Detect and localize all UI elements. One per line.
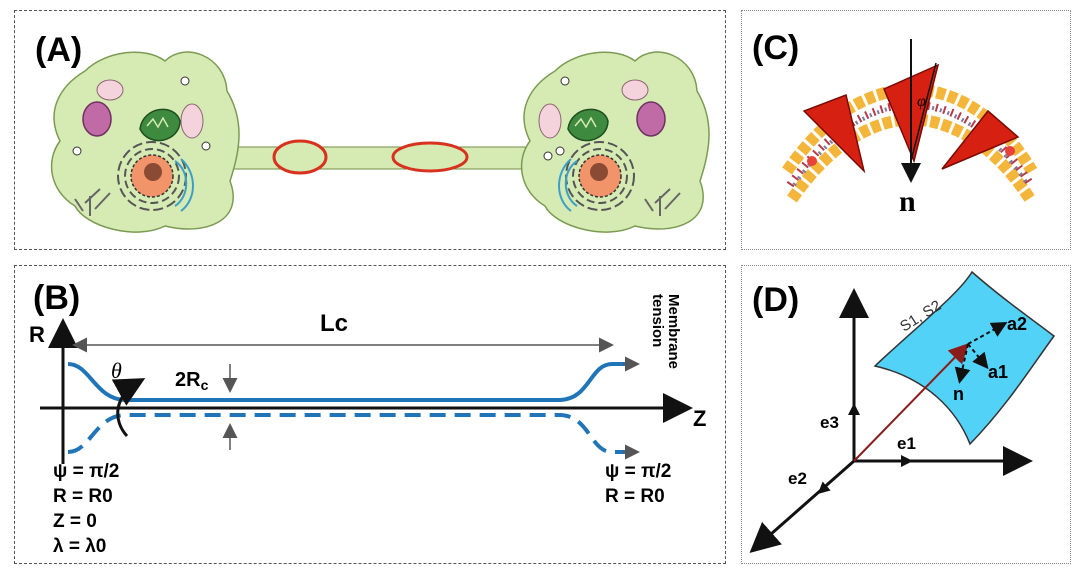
- lower-profile: [67, 413, 625, 454]
- panel-a: (A): [14, 10, 726, 250]
- panel-c-label: (C): [752, 29, 799, 67]
- right-cell: [520, 51, 710, 233]
- normal-label: n: [899, 185, 916, 218]
- tube-bead-left: [272, 139, 328, 175]
- position-vector: [853, 343, 969, 462]
- panel-c: (C) φ n: [741, 10, 1071, 250]
- panel-d: (D) e3 e1 e2 S1, S2 a2 a1 n: [741, 265, 1071, 564]
- left-cell: [50, 51, 240, 233]
- tube-bead-right: [391, 141, 469, 173]
- right-boundary-conditions: ψ = π/2 R = R0: [605, 461, 671, 507]
- angle-theta-label: θ: [111, 358, 122, 383]
- radius-label: 2Rc: [175, 369, 209, 393]
- svg-text:Z = 0: Z = 0: [53, 511, 97, 532]
- cone-axis: [910, 62, 937, 162]
- upper-profile: [67, 362, 625, 402]
- length-label: Lc: [320, 310, 348, 337]
- angle-phi-label: φ: [917, 93, 926, 110]
- lipid-cone-right: [941, 109, 1020, 170]
- panel-c-drawing: (C) φ n: [752, 29, 1038, 218]
- panel-b-label: (B): [33, 279, 80, 317]
- r-axis-label: R: [29, 322, 45, 347]
- svg-text:λ = λ0: λ = λ0: [53, 536, 106, 557]
- z-axis-label: Z: [693, 406, 706, 431]
- a1-vector: [967, 343, 989, 370]
- tension-label-line2: tension: [649, 294, 666, 347]
- panel-d-drawing: (D) e3 e1 e2 S1, S2 a2 a1 n: [749, 270, 1056, 553]
- left-boundary-conditions: ψ = π/2 R = R0 Z = 0 λ = λ0: [53, 461, 119, 557]
- panel-b: (B) R Z Lc 2Rc θ Membrane tension ψ = π/…: [14, 265, 726, 564]
- e1-label: e1: [897, 434, 916, 453]
- svg-text:R = R0: R = R0: [53, 486, 113, 507]
- e2-label: e2: [788, 469, 807, 488]
- membrane-tube: [224, 146, 536, 170]
- svg-text:R = R0: R = R0: [605, 486, 665, 507]
- tension-label-line1: Membrane: [665, 294, 682, 369]
- panel-a-drawing: (A): [35, 31, 710, 233]
- e3-label: e3: [820, 413, 839, 432]
- n-vector: [954, 343, 971, 384]
- lipid-cone-left: [802, 93, 866, 174]
- a2-label: a2: [1007, 314, 1027, 334]
- panel-a-label: (A): [35, 31, 82, 69]
- n-label: n: [953, 384, 964, 404]
- svg-text:ψ = π/2: ψ = π/2: [605, 461, 671, 482]
- panel-b-drawing: (B) R Z Lc 2Rc θ Membrane tension ψ = π/…: [29, 279, 706, 557]
- panel-d-label: (D): [752, 281, 799, 319]
- e2-unit-arrow: [817, 471, 843, 495]
- rotation-arrow: [111, 378, 146, 438]
- svg-text:ψ = π/2: ψ = π/2: [53, 461, 119, 482]
- a1-label: a1: [988, 362, 1008, 382]
